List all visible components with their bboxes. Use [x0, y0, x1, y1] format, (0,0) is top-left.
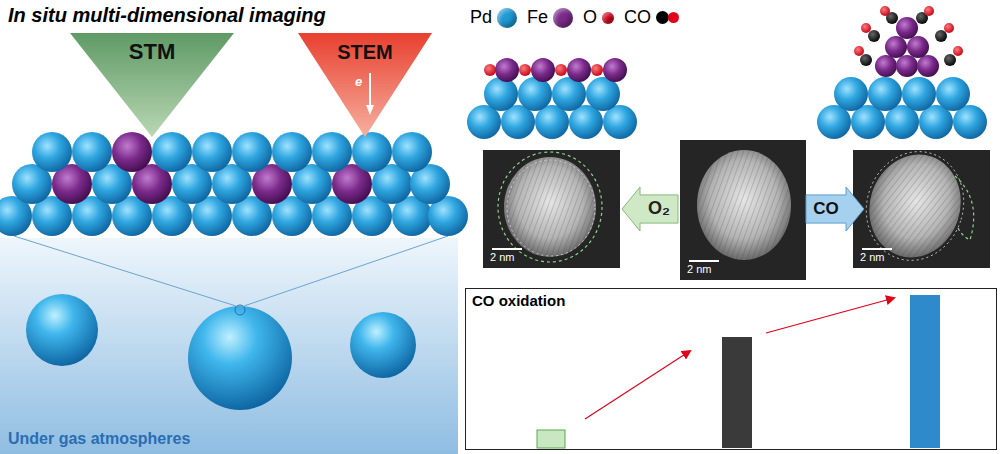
node-label: STM: [129, 39, 175, 65]
co-arrow: CO: [806, 187, 864, 231]
scale-bar-label: 2 nm: [490, 251, 514, 264]
legend-swatch: [553, 8, 573, 28]
legend-text: O: [583, 7, 597, 28]
co-arrow-shape: [806, 187, 864, 231]
scale-bar-label: 2 nm: [687, 263, 711, 276]
node-label: O₂: [648, 198, 670, 220]
stm-probe: STM: [70, 33, 234, 137]
scale-bar-label: 2 nm: [860, 251, 884, 264]
node-label: STEM: [337, 40, 393, 64]
o2-arrow-shape: [622, 187, 678, 231]
legend: Pd Fe O CO: [470, 7, 689, 28]
legend-item: O: [583, 7, 614, 28]
node-text-group: CO oxidation: [472, 292, 565, 310]
node-text-group: STM: [129, 39, 175, 65]
legend-swatch: [497, 8, 517, 28]
electron-beam: [369, 73, 371, 107]
legend-text: Pd: [470, 7, 492, 28]
stem-probe-shape: [298, 33, 432, 137]
legend-item: CO: [624, 7, 679, 28]
legend-item: Pd: [470, 7, 517, 28]
diagram-title: In situ multi-dimensional imaging: [8, 4, 326, 27]
node-text-group: CO: [813, 199, 839, 219]
activity-panel: CO oxidation: [465, 288, 997, 450]
node-text-group: STEM: [337, 40, 393, 64]
electron-beam-head: [366, 105, 374, 115]
node-label: Under gas atmospheres: [8, 429, 190, 448]
node-text-group: Under gas atmospheres: [8, 429, 190, 448]
o2-arrow: O₂: [622, 187, 678, 231]
electron-symbol: e: [355, 75, 362, 90]
legend-swatch: [602, 12, 614, 24]
legend-text: Fe: [527, 7, 548, 28]
legend-item: Fe: [527, 7, 573, 28]
oxygen-dot: [668, 12, 679, 23]
stm-probe-shape: [70, 33, 234, 137]
gas-atmosphere-band: Under gas atmospheres: [0, 238, 458, 454]
legend-text: CO: [624, 7, 651, 28]
node-text-group: O₂: [648, 198, 670, 220]
molecule-sample: [656, 11, 679, 24]
stem-probe: STEM: [298, 33, 432, 137]
node-label: CO oxidation: [472, 292, 565, 310]
node-label: CO: [813, 199, 839, 219]
